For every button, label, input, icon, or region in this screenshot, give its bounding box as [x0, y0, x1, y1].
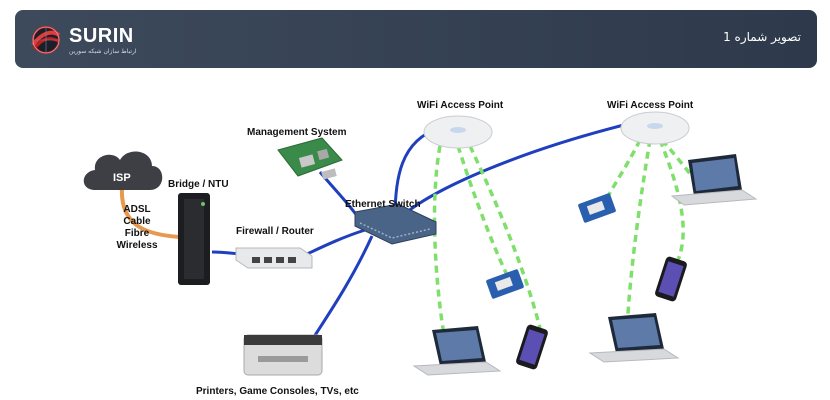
- phone-left: [516, 324, 548, 370]
- phone-right: [655, 256, 687, 302]
- surin-globe-icon: [31, 26, 61, 54]
- header-bar: SURIN ارتباط سازان شبکه سورین تصویر شمار…: [15, 10, 817, 68]
- management-system-device: [277, 137, 343, 180]
- wifi-ap-2-label: WiFi Access Point: [607, 100, 694, 111]
- link-switch-firewall: [304, 228, 366, 257]
- firewall-router-device: [235, 247, 313, 269]
- wifi-access-point-2: [620, 111, 690, 145]
- laptop-left: [412, 326, 502, 376]
- firewall-label: Firewall / Router: [236, 226, 314, 237]
- wifi-ap-1-label: WiFi Access Point: [417, 100, 504, 111]
- isp-label: ISP: [113, 172, 131, 184]
- laptop-top-right: [670, 154, 758, 206]
- management-label: Management System: [247, 127, 347, 138]
- bridge-ntu-device: [178, 193, 210, 285]
- wireless-label: Wireless: [116, 240, 157, 251]
- adsl-label: ADSL: [123, 204, 150, 215]
- link-switch-management: [318, 171, 362, 221]
- brand-subtitle: ارتباط سازان شبکه سورین: [69, 47, 137, 55]
- iot-board-center: [486, 269, 524, 299]
- link-isp-bridge: [119, 187, 181, 239]
- ethernet-switch-device: [354, 203, 437, 245]
- iot-board-right: [578, 193, 616, 223]
- printers-label: Printers, Game Consoles, TVs, etc: [196, 386, 359, 397]
- wifi-links: [432, 138, 702, 336]
- switch-label: Ethernet Switch: [345, 199, 421, 210]
- link-switch-printer: [308, 235, 374, 344]
- bridge-label: Bridge / NTU: [168, 179, 229, 190]
- page-title: تصویر شماره 1: [723, 30, 801, 44]
- brand-logo[interactable]: SURIN ارتباط سازان شبکه سورین: [29, 22, 137, 58]
- brand-name: SURIN: [69, 24, 134, 47]
- isp-cloud: ISP: [83, 151, 163, 190]
- fibre-label: Fibre: [125, 228, 150, 239]
- cable-label: Cable: [123, 216, 151, 227]
- wifi-access-point-1: [423, 115, 493, 149]
- link-switch-ap2: [398, 119, 641, 220]
- laptop-bottom-right: [588, 313, 680, 363]
- printer-device: [243, 334, 323, 376]
